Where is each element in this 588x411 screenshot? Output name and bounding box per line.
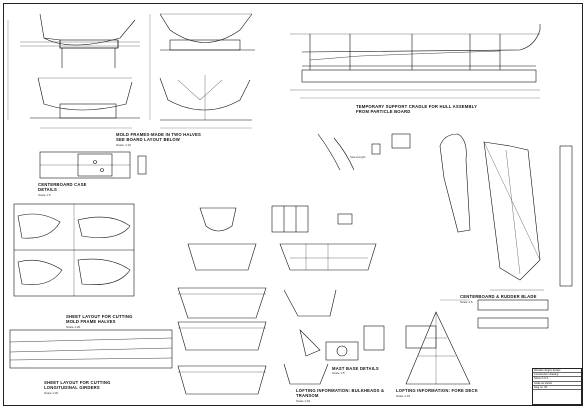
title-block-line1: Wooden dinghy design bbox=[533, 369, 581, 374]
support-cradle bbox=[290, 24, 541, 91]
caption-support-cradle-2: From particle board bbox=[356, 109, 411, 114]
caption-centerboard-case-2: Details bbox=[38, 187, 58, 192]
foredeck-lofting bbox=[405, 311, 471, 385]
caption-centerboard-rudder-scale: Scale 1:5 bbox=[460, 300, 473, 304]
caption-mast-base: Mast base details bbox=[332, 366, 379, 371]
caption-mast-base-scale: Scale 1:5 bbox=[332, 371, 345, 375]
mold-frame-lower-right bbox=[159, 75, 252, 121]
mold-frame-lower-left bbox=[30, 77, 140, 119]
title-block-line5: Dwg no. 02 bbox=[533, 386, 581, 391]
caption-mold-frames-2: See board layout below bbox=[116, 137, 181, 142]
title-block-line2: Construction drawing bbox=[533, 373, 581, 378]
dimension-lines bbox=[7, 14, 540, 301]
caption-mold-frames: Mold frames-made in two halves bbox=[116, 132, 202, 137]
caption-sheet-layout-long-scale: Scale 1:20 bbox=[44, 391, 59, 395]
centerboard-case bbox=[39, 151, 147, 179]
sheet-border bbox=[3, 3, 583, 406]
sheet-layout-long bbox=[9, 329, 173, 369]
caption-lofting-foredeck: Lofting information: fore deck bbox=[396, 388, 478, 393]
centerboard-rudder bbox=[439, 133, 573, 291]
caption-lofting-bulkheads-2: transom bbox=[296, 393, 319, 398]
caption-lofting-bulkheads: Lofting information: bulkheads & bbox=[296, 388, 385, 393]
bulkhead-sections bbox=[187, 205, 377, 271]
mold-frame-upper-right bbox=[159, 13, 255, 51]
caption-centerboard-case: Centerboard case bbox=[38, 182, 87, 187]
caption-lofting-bulkheads-scale: Scale 1:10 bbox=[296, 399, 311, 403]
caption-sheet-layout-mold-2: Mold frame halves bbox=[66, 319, 116, 324]
title-block: Wooden dinghy design Construction drawin… bbox=[532, 368, 582, 405]
caption-sheet-layout-long: Sheet layout for cutting bbox=[44, 380, 111, 385]
title-block-line3: Sheet 2 of 3 bbox=[533, 377, 581, 382]
caption-centerboard-case-scale: Scale 1:5 bbox=[38, 193, 51, 197]
seat-strength-details bbox=[317, 133, 549, 329]
caption-mold-frames-scale: Scale: 1:10 bbox=[116, 143, 132, 147]
caption-centerboard-rudder: Centerboard & rudder blade bbox=[460, 294, 537, 299]
caption-sheet-layout-mold-scale: Scale 1:20 bbox=[66, 325, 81, 329]
caption-sheet-layout-long-2: Longitudinal girders bbox=[44, 385, 100, 390]
caption-lofting-foredeck-scale: Scale 1:10 bbox=[396, 394, 411, 398]
caption-seat-strength: Seat strength bbox=[350, 156, 366, 159]
mold-frame-upper-left bbox=[20, 13, 140, 68]
hull-sections bbox=[177, 287, 337, 395]
mast-base-details bbox=[325, 325, 437, 361]
caption-support-cradle: Temporary support cradle for hull assemb… bbox=[356, 104, 478, 109]
sheet-layout-mold bbox=[13, 203, 135, 297]
caption-sheet-layout-mold: Sheet layout for cutting bbox=[66, 314, 133, 319]
title-block-line4: Scale as shown bbox=[533, 382, 581, 386]
